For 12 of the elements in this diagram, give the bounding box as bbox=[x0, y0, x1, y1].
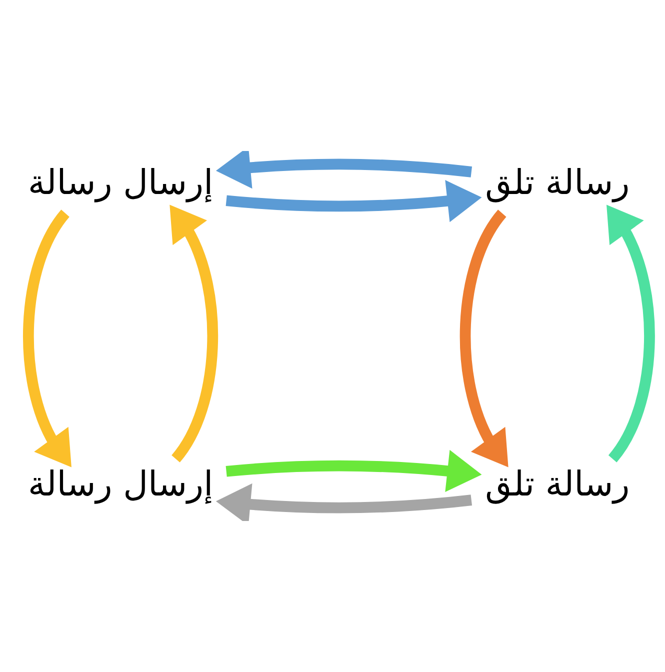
arrow bbox=[216, 151, 472, 189]
arrow bbox=[216, 483, 472, 521]
arrow bbox=[226, 180, 482, 222]
arrow bbox=[23, 210, 72, 468]
arrow bbox=[606, 204, 655, 462]
arrow bbox=[170, 204, 218, 462]
node-text: رسالة تلق bbox=[485, 162, 630, 203]
arrow bbox=[460, 210, 508, 468]
node-text: إرسال رسالة bbox=[28, 162, 214, 203]
arrow bbox=[226, 450, 482, 492]
node-text: رسالة تلق bbox=[485, 464, 630, 505]
node-text: إرسال رسالة bbox=[28, 464, 214, 505]
